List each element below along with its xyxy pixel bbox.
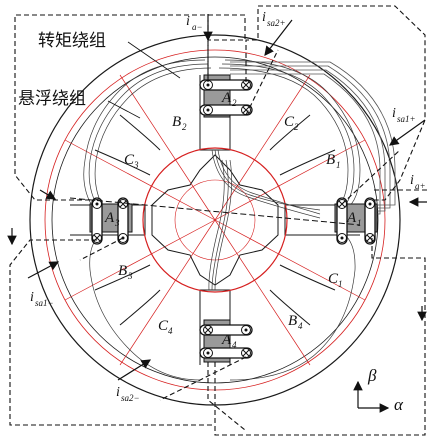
svg-text:2: 2 bbox=[294, 122, 299, 132]
svg-text:4: 4 bbox=[298, 321, 303, 331]
svg-text:1: 1 bbox=[336, 160, 341, 170]
label-i-a-minus: i a− bbox=[186, 14, 203, 32]
label-i-sa2-minus: i sa2− bbox=[116, 385, 140, 403]
label-i-sa1-plus: i sa1+ bbox=[392, 106, 416, 124]
svg-text:2: 2 bbox=[232, 98, 237, 108]
svg-text:1: 1 bbox=[338, 279, 343, 289]
alpha-axis-label: α bbox=[394, 395, 404, 414]
svg-text:A: A bbox=[221, 332, 232, 348]
svg-text:3: 3 bbox=[127, 271, 133, 281]
suspension-winding-label: 悬浮绕组 bbox=[18, 89, 86, 109]
svg-text:i: i bbox=[186, 14, 190, 29]
svg-text:4: 4 bbox=[168, 326, 173, 336]
coil-A2 bbox=[199, 74, 253, 118]
svg-text:A: A bbox=[346, 210, 357, 226]
beta-axis-label: β bbox=[367, 366, 377, 385]
alpha-beta-axes bbox=[353, 380, 390, 413]
leader-lines bbox=[107, 41, 181, 119]
svg-text:1: 1 bbox=[357, 218, 362, 228]
red-radial-lines bbox=[64, 74, 366, 366]
svg-text:3: 3 bbox=[114, 218, 120, 228]
svg-text:a+: a+ bbox=[415, 181, 426, 191]
torque-winding-label: 转矩绕组 bbox=[38, 31, 106, 51]
flux-paths bbox=[83, 59, 361, 381]
label-i-sa1-minus: i sa1− bbox=[30, 290, 54, 308]
label-i-a-plus: i a+ bbox=[410, 173, 426, 191]
svg-text:sa2−: sa2− bbox=[121, 393, 140, 403]
svg-text:C: C bbox=[284, 114, 295, 130]
svg-text:B: B bbox=[118, 263, 127, 279]
label-i-sa2-plus: i sa2+ bbox=[262, 10, 286, 28]
svg-text:B: B bbox=[172, 114, 181, 130]
svg-text:i: i bbox=[392, 106, 396, 121]
svg-text:sa1+: sa1+ bbox=[397, 114, 416, 124]
coil-A1 bbox=[334, 197, 378, 245]
svg-text:i: i bbox=[116, 385, 120, 400]
svg-text:B: B bbox=[288, 313, 297, 329]
diagonal-axis bbox=[69, 197, 361, 226]
svg-text:a−: a− bbox=[192, 22, 203, 32]
svg-text:4: 4 bbox=[232, 340, 237, 350]
svg-text:C: C bbox=[328, 271, 339, 287]
svg-text:A: A bbox=[221, 90, 232, 106]
svg-text:3: 3 bbox=[133, 160, 139, 170]
torque-flux-bundle bbox=[230, 61, 396, 215]
svg-text:i: i bbox=[410, 173, 414, 188]
svg-text:i: i bbox=[30, 290, 34, 305]
svg-text:C: C bbox=[158, 318, 169, 334]
dashed-wiring bbox=[9, 5, 430, 436]
svg-text:2: 2 bbox=[182, 122, 187, 132]
current-arrows bbox=[7, 14, 427, 381]
svg-text:sa2+: sa2+ bbox=[267, 18, 286, 28]
svg-text:i: i bbox=[262, 10, 266, 25]
svg-text:sa1−: sa1− bbox=[35, 298, 54, 308]
svg-text:C: C bbox=[124, 152, 135, 168]
svg-text:A: A bbox=[104, 210, 115, 226]
coil-A3 bbox=[89, 197, 133, 245]
svg-text:B: B bbox=[326, 152, 335, 168]
coil-A4 bbox=[199, 319, 253, 363]
